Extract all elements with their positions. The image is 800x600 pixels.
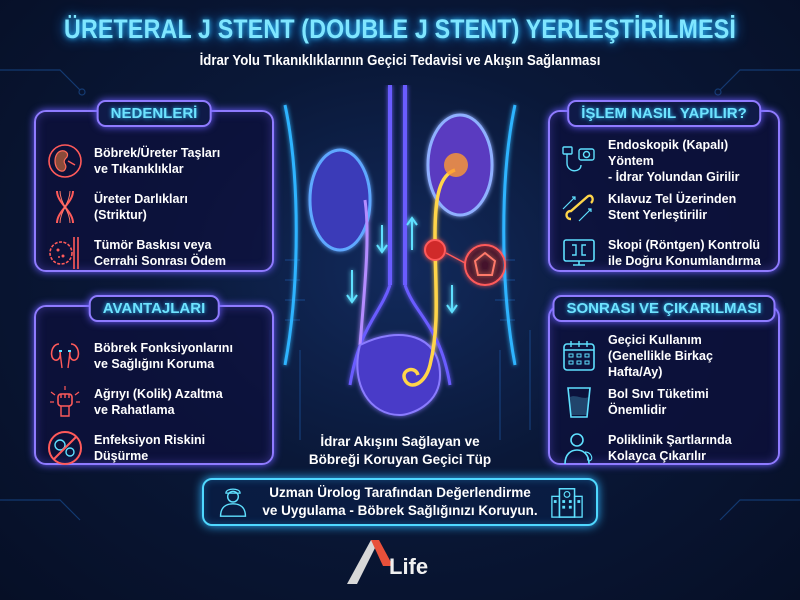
doctor-icon: [214, 483, 252, 521]
doctor-icon: [560, 429, 598, 467]
no-infection-icon: [46, 429, 84, 467]
urinary-tract-illustration: [283, 85, 517, 417]
list-item: Geçici Kullanım(Genellikle Birkaç Hafta/…: [560, 333, 770, 379]
aftercare-panel: SONRASI VE ÇIKARILMASI Geçici Kullanım(G…: [548, 295, 780, 465]
ureter-stricture-icon: [46, 188, 84, 226]
procedure-panel-title: İŞLEM NASIL YAPILIR?: [567, 100, 761, 127]
stent-caption: İdrar Akışını Sağlayan ve Böbreği Koruya…: [308, 434, 492, 467]
page-title: ÜRETERAL J STENT (DOUBLE J STENT) YERLEŞ…: [64, 14, 736, 44]
kidney-stone-icon: [46, 142, 84, 180]
water-glass-icon: [560, 383, 598, 421]
hospital-icon: [548, 483, 586, 521]
specialist-banner: Uzman Ürolog Tarafından Değerlendirme ve…: [202, 478, 598, 526]
kidneys-icon: [46, 337, 84, 375]
causes-panel-title: NEDENLERİ: [96, 100, 212, 127]
list-item: Üreter Darlıkları(Striktur): [46, 184, 264, 230]
advantages-panel-title: AVANTAJLARI: [88, 295, 220, 322]
calendar-icon: [560, 337, 598, 375]
tumor-compression-icon: [46, 234, 84, 272]
guidewire-stent-icon: [560, 188, 598, 226]
pain-fist-icon: [46, 383, 84, 421]
list-item: Endoskopik (Kapalı) Yöntem- İdrar Yolund…: [560, 138, 770, 184]
endoscope-camera-icon: [560, 142, 598, 180]
aftercare-panel-title: SONRASI VE ÇIKARILMASI: [552, 295, 776, 322]
fluoroscopy-monitor-icon: [560, 234, 598, 272]
procedure-panel: İŞLEM NASIL YAPILIR? Endoskopik (Kapalı)…: [548, 100, 780, 272]
alife-logo-mark-icon: [347, 540, 393, 584]
page-subtitle: İdrar Yolu Tıkanıklıklarının Geçici Teda…: [199, 52, 601, 69]
alife-logo: Life: [345, 532, 455, 586]
